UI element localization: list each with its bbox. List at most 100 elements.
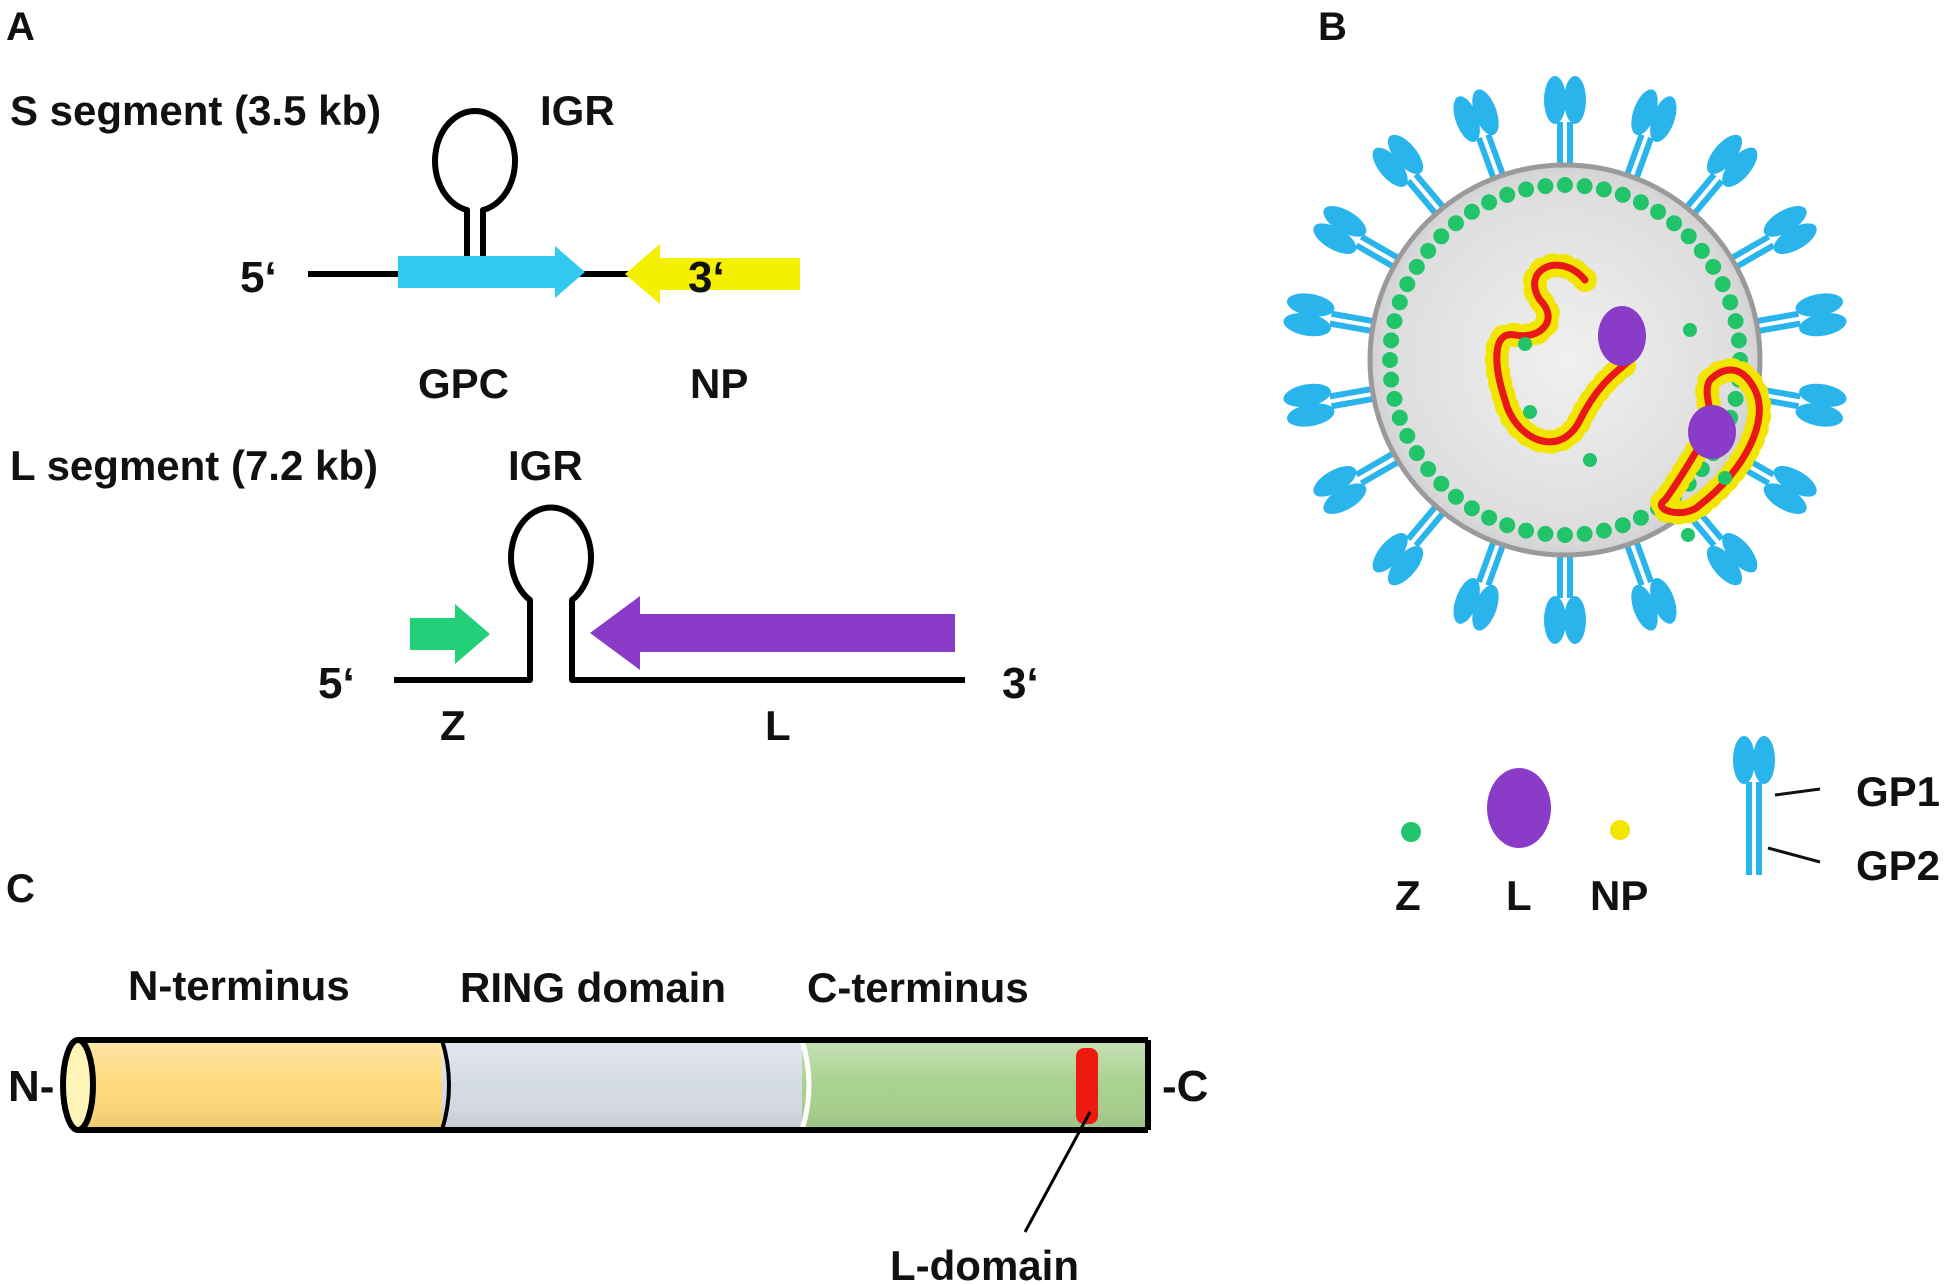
panel-b-letter: B — [1318, 5, 1347, 49]
np-label: NP — [690, 360, 748, 407]
z-protein-dot — [1499, 517, 1516, 534]
l-label: L — [765, 702, 791, 749]
glycoprotein-spike — [1544, 76, 1586, 170]
z-protein-dot — [1614, 517, 1631, 534]
z-protein-dot — [1518, 522, 1535, 539]
s-three-prime: 3‘ — [688, 253, 725, 302]
l-domain-label: L-domain — [890, 1242, 1079, 1285]
glycoprotein-spike — [1544, 550, 1586, 644]
ring-domain-label: RING domain — [460, 964, 726, 1011]
z-protein-dot — [1518, 181, 1535, 198]
inner-z-dot — [1523, 405, 1537, 419]
z-protein-dot — [1705, 258, 1722, 275]
s-segment-strand — [308, 108, 660, 277]
ring-right-divider — [799, 1039, 812, 1131]
panel-a-letter: A — [6, 5, 35, 49]
s-segment-title: S segment (3.5 kb) — [10, 87, 381, 134]
l-arrow — [590, 596, 955, 670]
z-protein-dot — [1666, 215, 1683, 232]
l-segment-strand — [394, 504, 965, 683]
z-protein-dot — [1383, 332, 1400, 349]
z-protein-dot — [1576, 525, 1593, 542]
rnp-complex-1 — [1484, 253, 1646, 454]
z-protein-dot — [1408, 258, 1425, 275]
l-five-prime: 5‘ — [318, 659, 355, 708]
legend-np: NP — [1590, 872, 1648, 919]
z-protein-dot — [1499, 186, 1516, 203]
l-three-prime: 3‘ — [1002, 659, 1039, 708]
legend-l-ellipse — [1487, 768, 1551, 848]
l-segment-title: L segment (7.2 kb) — [10, 442, 378, 489]
rnp-1-rna — [1493, 261, 1634, 446]
z-protein-dot — [1722, 294, 1739, 311]
z-protein-dot — [1391, 409, 1408, 426]
z-protein-dot — [1680, 228, 1697, 245]
z-protein-dot — [1557, 177, 1573, 193]
panel-c-letter: C — [6, 867, 35, 911]
z-protein-dot — [1481, 509, 1498, 526]
virion — [1282, 76, 1849, 644]
z-protein-dot — [1463, 203, 1480, 220]
s-five-prime: 5‘ — [240, 253, 277, 302]
np-arrow — [625, 244, 800, 304]
inner-z-dot — [1683, 323, 1697, 337]
legend-z-dot — [1401, 822, 1421, 842]
z-protein-dot — [1408, 445, 1425, 462]
n-terminus-label: N-terminus — [128, 962, 350, 1009]
l-domain-pointer — [1023, 1111, 1092, 1233]
l-igr-label: IGR — [508, 442, 583, 489]
inner-z-dot — [1583, 453, 1597, 467]
legend-glycoprotein — [1733, 736, 1775, 875]
z-protein-dot — [1537, 525, 1554, 542]
z-protein-dot — [1595, 522, 1612, 539]
z-label: Z — [440, 702, 466, 749]
z-protein-dot — [1632, 194, 1649, 211]
z-protein-dot — [1595, 181, 1612, 198]
c-terminus-label: C-terminus — [807, 964, 1029, 1011]
z-protein-dot — [1714, 276, 1731, 293]
z-protein-dot — [1727, 390, 1744, 407]
z-protein-dot — [1447, 215, 1464, 232]
l-domain-mark — [1076, 1048, 1098, 1124]
z-protein-dot — [1433, 228, 1450, 245]
inner-z-dot — [1518, 337, 1532, 351]
z-protein-dot — [1399, 427, 1416, 444]
z-protein-dot — [1557, 527, 1573, 543]
z-protein-dot — [1693, 242, 1710, 259]
legend-gp2: GP2 — [1856, 842, 1940, 889]
inner-z-dot — [1681, 528, 1695, 542]
glycoprotein-spike — [1748, 290, 1848, 348]
z-protein-dot — [1386, 313, 1403, 330]
z-protein-dot — [1537, 178, 1554, 195]
virion-envelope — [1367, 162, 1763, 558]
z-protein-dot — [1576, 178, 1593, 195]
rnp-1-l-protein — [1598, 306, 1646, 366]
z-protein-dot — [1650, 203, 1667, 220]
protein-shading — [78, 1040, 1148, 1130]
z-protein-dot — [1382, 352, 1398, 368]
n-end-label: N- — [8, 1062, 54, 1111]
inner-z-dot — [1718, 471, 1732, 485]
z-protein-dot — [1420, 461, 1437, 478]
glycoprotein-spike — [1282, 290, 1382, 348]
z-protein-dot — [1481, 194, 1498, 211]
legend-gp1: GP1 — [1856, 768, 1940, 815]
c-end-label: -C — [1162, 1062, 1208, 1111]
legend-z: Z — [1395, 872, 1421, 919]
z-protein-dot — [1420, 242, 1437, 259]
protein-bar — [60, 1037, 1151, 1133]
z-protein-dot — [1399, 276, 1416, 293]
gpc-label: GPC — [418, 360, 509, 407]
gp2-pointer — [1767, 846, 1821, 864]
z-protein-dot — [1433, 475, 1450, 492]
rnp-complex-2 — [1649, 358, 1772, 525]
glycoprotein-spike — [1282, 372, 1382, 430]
legend-np-dot — [1610, 820, 1630, 840]
z-arrow — [410, 604, 490, 664]
z-protein-dot — [1632, 509, 1649, 526]
ring-left-divider — [440, 1039, 451, 1131]
z-protein-dot — [1391, 294, 1408, 311]
rnp-2-rna — [1658, 366, 1763, 517]
z-protein-dot — [1463, 500, 1480, 517]
